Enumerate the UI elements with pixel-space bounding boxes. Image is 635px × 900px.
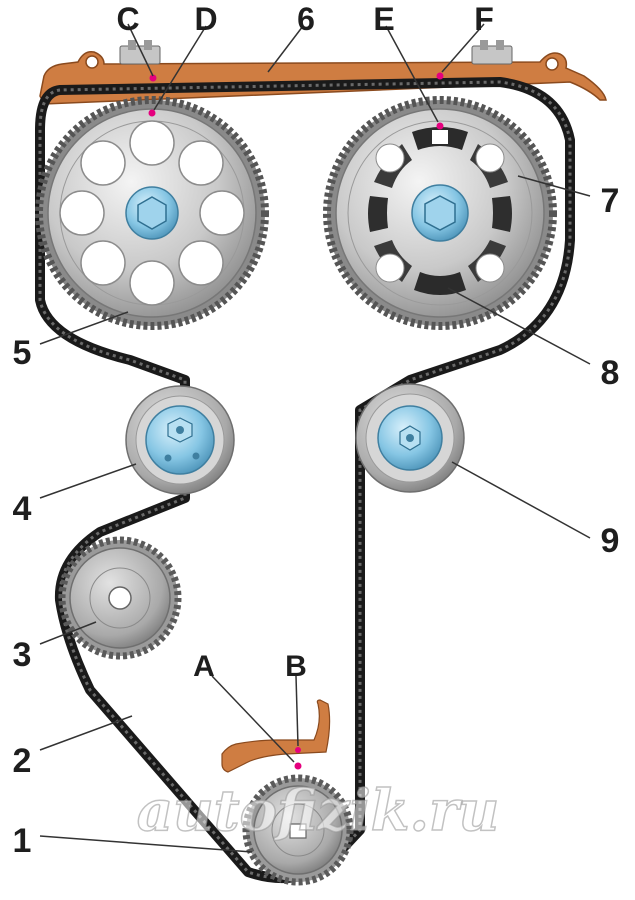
reference-bracket — [221, 699, 331, 773]
camshaft-bracket — [39, 40, 607, 105]
timing-belt — [35, 77, 575, 884]
label-9: 9 — [601, 522, 620, 560]
label-e: E — [373, 1, 394, 37]
pulley-windows — [368, 127, 512, 295]
mark-d — [148, 109, 156, 117]
idler-roller — [355, 383, 465, 493]
bolt-head — [137, 196, 167, 230]
crankshaft-sprocket — [242, 774, 354, 886]
mark-e — [436, 122, 444, 130]
callout-labels: C D 6 E F 7 5 8 4 9 3 A B 2 1 — [13, 1, 620, 860]
label-d: D — [194, 1, 217, 37]
watermark-text: autofizik.ru — [137, 778, 500, 844]
label-8: 8 — [601, 354, 620, 392]
label-1: 1 — [13, 822, 32, 860]
camshaft-pulley-right — [323, 96, 557, 330]
pump-pulley — [58, 536, 182, 660]
bolt-head — [424, 195, 456, 231]
camshaft-pulley-left — [35, 96, 269, 330]
label-b: B — [285, 650, 307, 683]
label-7: 7 — [601, 182, 620, 220]
label-6: 6 — [297, 1, 315, 37]
mark-b — [295, 747, 301, 753]
label-2: 2 — [13, 742, 32, 780]
pulley-holes — [59, 120, 245, 306]
tensioner-roller — [125, 385, 235, 495]
label-3: 3 — [13, 636, 32, 674]
label-f: F — [474, 1, 494, 37]
label-a: A — [193, 650, 215, 683]
mark-a — [294, 762, 302, 770]
label-5: 5 — [13, 334, 32, 372]
label-c: C — [116, 1, 139, 37]
mark-c — [149, 74, 157, 82]
label-4: 4 — [13, 490, 32, 528]
mark-f — [436, 72, 444, 80]
leader-lines — [39, 23, 591, 853]
alignment-marks — [148, 72, 444, 770]
